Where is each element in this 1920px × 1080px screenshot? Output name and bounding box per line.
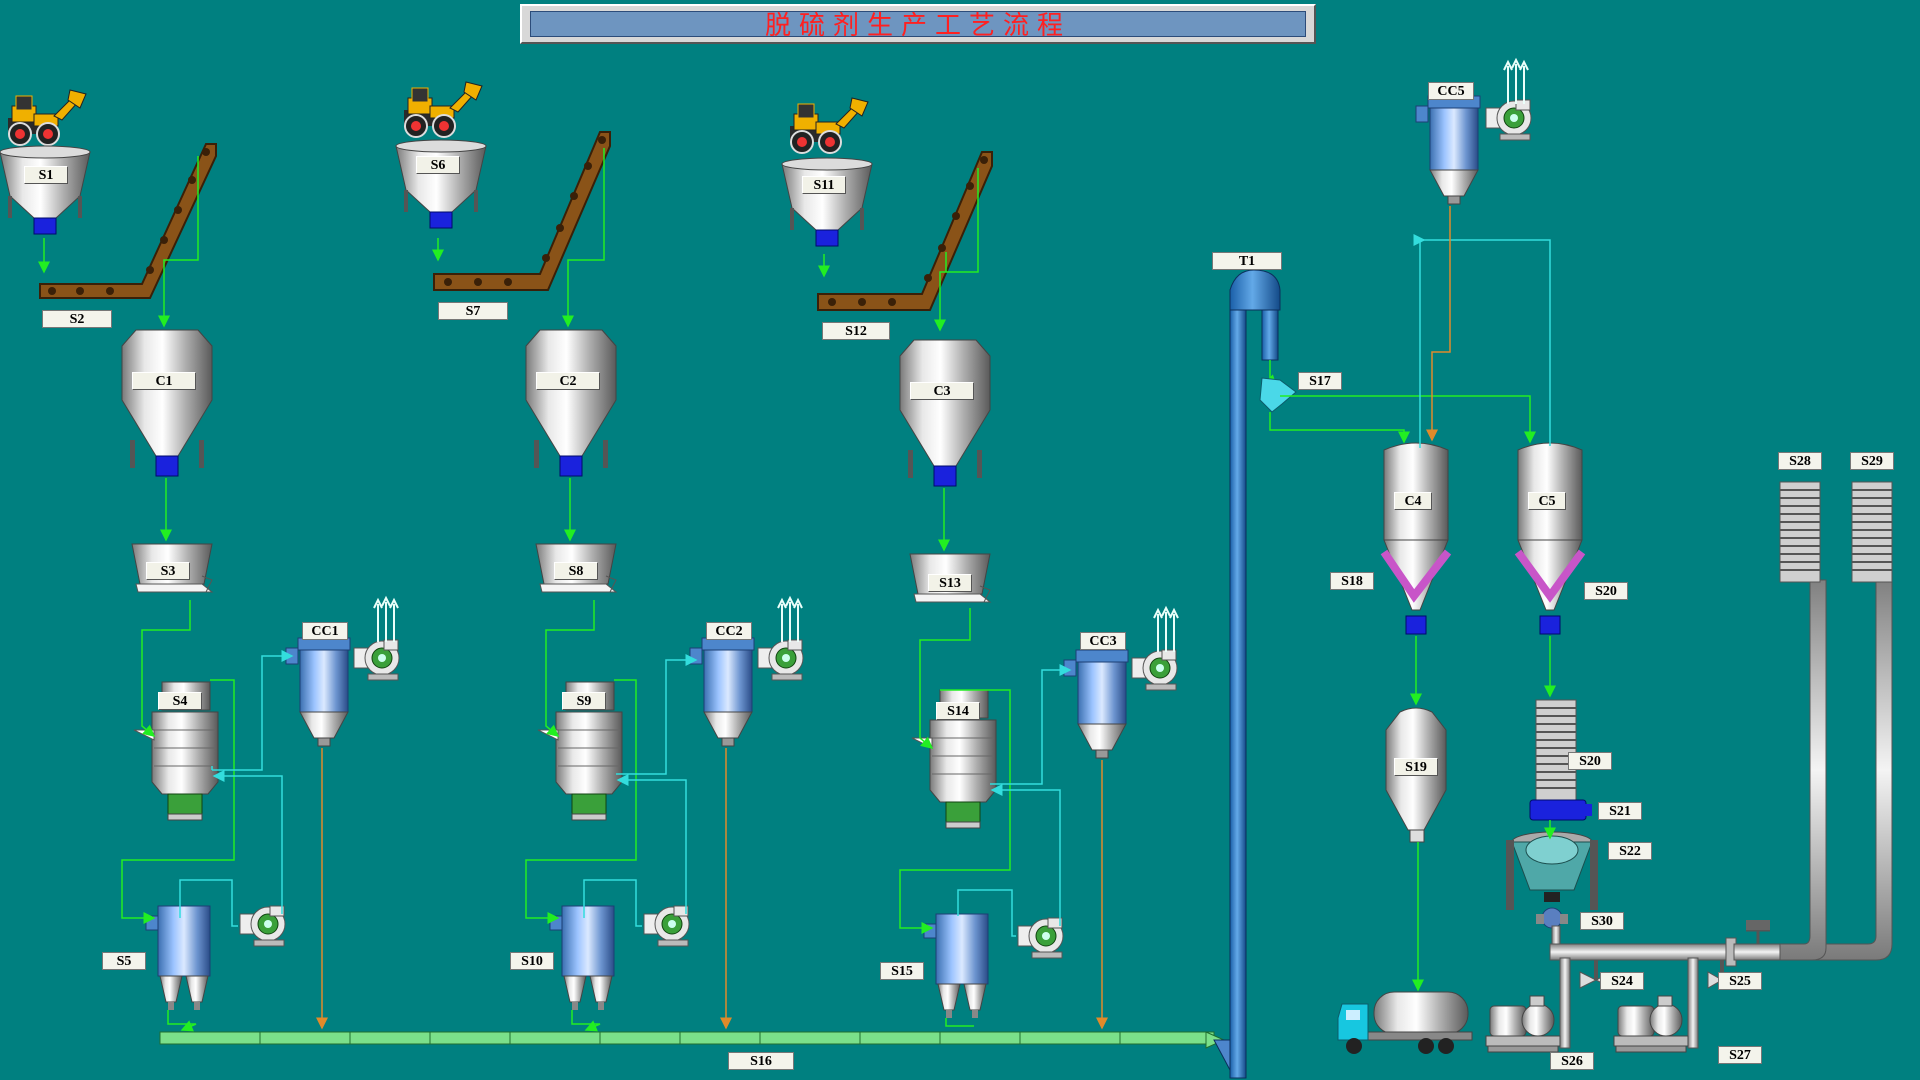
label-s3: S3 [146, 562, 190, 580]
silo-c1[interactable] [121, 329, 213, 477]
hopper-s6[interactable] [395, 139, 487, 229]
label-cc5: CC5 [1428, 82, 1474, 100]
label-c5: C5 [1528, 492, 1566, 510]
label-s6: S6 [416, 156, 460, 174]
tanker-truck-icon [1337, 991, 1473, 1054]
hopper-s11[interactable] [781, 157, 873, 247]
wheel-loader-icon [789, 97, 869, 154]
label-c4: C4 [1394, 492, 1432, 510]
wheel-loader-icon [7, 89, 87, 146]
label-cc2: CC2 [706, 622, 752, 640]
label-s21: S21 [1598, 802, 1642, 820]
label-s28: S28 [1778, 452, 1822, 470]
exhaust-arrows-icon [1153, 607, 1179, 653]
label-s12: S12 [822, 322, 890, 340]
motor-s21[interactable] [1529, 799, 1592, 821]
label-s4: S4 [158, 692, 202, 710]
exhaust-arrows-icon [373, 597, 399, 643]
page-title: 脱硫剂生产工艺流程 [530, 11, 1306, 40]
cooler-s28[interactable] [1779, 481, 1821, 583]
label-c1: C1 [132, 372, 196, 390]
valve-s30[interactable] [1536, 892, 1568, 929]
label-s30: S30 [1580, 912, 1624, 930]
centrifugal-fan-icon[interactable] [643, 905, 690, 947]
label-s27: S27 [1718, 1046, 1762, 1064]
label-s16: S16 [728, 1052, 794, 1070]
label-cc3: CC3 [1080, 632, 1126, 650]
label-s7: S7 [438, 302, 508, 320]
silo-c3[interactable] [899, 339, 991, 487]
label-s29: S29 [1850, 452, 1894, 470]
label-s20-silo: S20 [1584, 582, 1628, 600]
wheel-loader-icon [403, 81, 483, 138]
label-s8: S8 [554, 562, 598, 580]
label-s26: S26 [1550, 1052, 1594, 1070]
hopper-s1[interactable] [0, 145, 91, 235]
label-c3: C3 [910, 382, 974, 400]
belt-conveyor-s2[interactable] [39, 143, 217, 299]
label-s11: S11 [802, 176, 846, 194]
silo-c2[interactable] [525, 329, 617, 477]
title-banner: 脱硫剂生产工艺流程 [520, 4, 1316, 44]
baghouse-cc1[interactable] [285, 637, 351, 747]
mixing-tank-s22[interactable] [1506, 831, 1598, 910]
label-s24: S24 [1600, 972, 1644, 990]
label-s25: S25 [1718, 972, 1762, 990]
label-t1: T1 [1212, 252, 1282, 270]
cooler-s29[interactable] [1851, 481, 1893, 583]
air-flow-lines [179, 234, 1551, 937]
dust-collector-s5[interactable] [145, 905, 211, 1011]
centrifugal-fan-icon[interactable] [353, 639, 400, 681]
exhaust-arrows-icon [777, 597, 803, 643]
cooler-s20[interactable] [1535, 699, 1577, 801]
label-cc1: CC1 [302, 622, 348, 640]
label-s20-cooler: S20 [1568, 752, 1612, 770]
label-c2: C2 [536, 372, 600, 390]
label-s15: S15 [880, 962, 924, 980]
silo-c5[interactable] [1514, 442, 1586, 635]
label-s10: S10 [510, 952, 554, 970]
material-flow-lines [38, 148, 1556, 1032]
silo-c4[interactable] [1380, 442, 1452, 635]
centrifugal-fan-icon[interactable] [1017, 917, 1064, 959]
label-s14: S14 [936, 702, 980, 720]
label-s17: S17 [1298, 372, 1342, 390]
pump-s26[interactable] [1485, 995, 1561, 1053]
screw-conveyor-s16[interactable] [159, 1031, 1226, 1049]
label-s2: S2 [42, 310, 112, 328]
label-s5: S5 [102, 952, 146, 970]
pump-s27[interactable] [1613, 995, 1689, 1053]
dust-collector-s15[interactable] [923, 913, 989, 1019]
label-s9: S9 [562, 692, 606, 710]
label-s19: S19 [1394, 758, 1438, 776]
dust-flow-lines [316, 206, 1451, 1030]
centrifugal-fan-icon[interactable] [239, 905, 286, 947]
dust-collector-s10[interactable] [549, 905, 615, 1011]
exhaust-arrows-icon [1503, 59, 1529, 105]
bucket-elevator-t1[interactable] [1213, 269, 1281, 1079]
baghouse-cc3[interactable] [1063, 649, 1129, 759]
baghouse-cc2[interactable] [689, 637, 755, 747]
distributor-s17[interactable] [1259, 377, 1297, 413]
centrifugal-fan-icon[interactable] [757, 639, 804, 681]
label-s18: S18 [1330, 572, 1374, 590]
centrifugal-fan-icon[interactable] [1131, 649, 1178, 691]
centrifugal-fan-icon[interactable] [1485, 99, 1532, 141]
label-s13: S13 [928, 574, 972, 592]
label-s1: S1 [24, 166, 68, 184]
baghouse-cc5[interactable] [1415, 95, 1481, 205]
belt-conveyor-s7[interactable] [433, 131, 611, 291]
label-s22: S22 [1608, 842, 1652, 860]
pipeline-header [1549, 579, 1893, 1049]
